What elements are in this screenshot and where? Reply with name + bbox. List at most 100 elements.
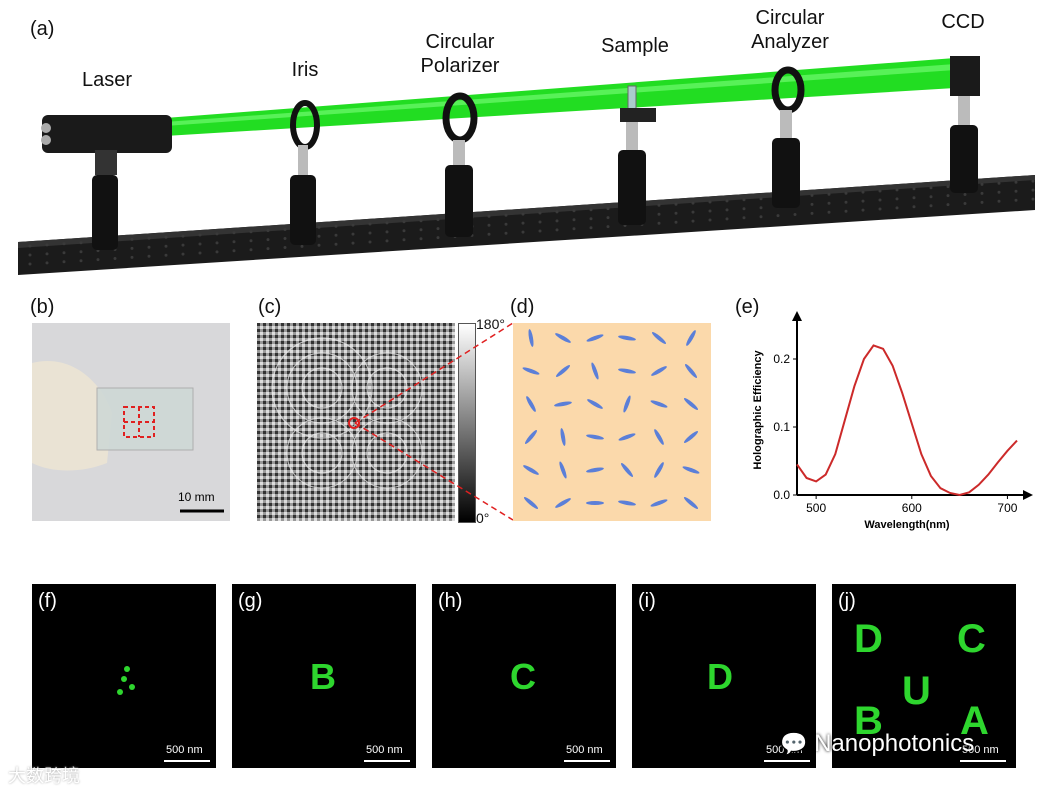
nanofin — [682, 466, 700, 474]
panel-label-f: (f) — [38, 590, 57, 612]
nanofin — [555, 498, 571, 508]
corner-watermark: 大数跨境 — [8, 766, 80, 786]
hologram-panel-g: (g) B 500 nm — [232, 584, 416, 768]
colorbar-max-label: 180° — [476, 316, 505, 332]
panel-label-g: (g) — [238, 590, 263, 612]
hologram-panel-f: (f) 500 nm — [32, 584, 216, 768]
nanofin — [554, 401, 572, 407]
nanofin — [591, 362, 599, 380]
panel-label-i: (i) — [638, 590, 656, 612]
brand-watermark: 💬 Nanophotonics — [780, 730, 975, 757]
svg-text:U: U — [902, 669, 931, 713]
svg-text:B: B — [310, 656, 336, 697]
y-tick-label: 0.2 — [773, 352, 790, 366]
colorbar-min-label: 0° — [476, 510, 490, 526]
nanofin — [555, 365, 571, 377]
ccd-camera — [950, 56, 980, 193]
nanofin — [528, 329, 534, 347]
sample-photo: 10 mm — [32, 323, 230, 521]
nanofin — [686, 330, 696, 346]
scalebar-label: 10 mm — [178, 490, 215, 504]
nanofin — [523, 465, 539, 475]
nanofin — [650, 400, 668, 408]
circular-analyzer-device — [771, 66, 805, 208]
nanofin — [586, 434, 604, 440]
nanofin — [522, 367, 540, 375]
panel-label-h: (h) — [438, 590, 463, 612]
zoom-lines — [354, 322, 514, 521]
svg-text:D: D — [854, 617, 883, 661]
svg-text:B: B — [854, 699, 883, 743]
phase-colorbar — [458, 323, 476, 523]
nanofin — [586, 334, 604, 342]
hologram-panel-j: (j) D C U B A 500 nm — [832, 584, 1016, 768]
panel-label-b: (b) — [30, 296, 55, 318]
nanofin — [621, 462, 633, 478]
x-axis-arrow — [1023, 490, 1033, 500]
sample-device — [618, 85, 656, 225]
glove-hand — [32, 361, 112, 471]
nanofin — [618, 433, 636, 441]
nanofin — [683, 431, 699, 443]
x-axis-label: Wavelength(nm) — [864, 519, 949, 531]
x-tick-label: 600 — [902, 501, 922, 515]
svg-text:D: D — [707, 656, 733, 697]
nanofin — [526, 396, 536, 412]
zoom-marker — [348, 417, 360, 429]
scalebar-j: 500 nm — [962, 744, 999, 756]
y-axis-arrow — [792, 311, 802, 321]
hologram-panel-i: (i) D 500 nm — [632, 584, 816, 768]
label-sample: Sample — [601, 35, 669, 57]
nanofin — [618, 368, 636, 374]
nanofin — [586, 501, 604, 505]
nanofin — [587, 399, 603, 409]
laser-device — [41, 115, 172, 250]
nanofin — [683, 497, 699, 509]
nanofin — [685, 363, 697, 379]
panel-label-j: (j) — [838, 590, 856, 612]
scalebar-h: 500 nm — [566, 744, 603, 756]
nanofin — [683, 398, 699, 410]
nanofin — [555, 333, 571, 343]
nanofin — [650, 499, 668, 507]
glass-substrate — [96, 387, 194, 451]
label-laser: Laser — [81, 69, 133, 91]
optical-setup-illustration — [18, 56, 1035, 275]
nanofin — [560, 428, 566, 446]
panel-label-e: (e) — [735, 296, 760, 318]
svg-text:A: A — [960, 699, 989, 743]
panel-label-a: (a) — [30, 18, 55, 40]
nanofin — [623, 395, 631, 413]
nanofin — [586, 467, 604, 473]
nanofin — [559, 461, 567, 479]
efficiency-curve — [796, 344, 1018, 497]
iris-device — [290, 100, 320, 245]
y-tick-label: 0.0 — [773, 488, 790, 502]
svg-text:C: C — [957, 617, 986, 661]
wechat-icon: 💬 — [780, 731, 808, 756]
scalebar-i: 500 nm — [766, 744, 803, 756]
hologram-panel-h: (h) C 500 nm — [432, 584, 616, 768]
label-iris: Iris — [291, 59, 319, 81]
nanofin — [654, 462, 664, 478]
svg-text:C: C — [510, 656, 536, 697]
scalebar-g: 500 nm — [366, 744, 403, 756]
nanofin — [651, 366, 667, 376]
nanofin-array — [513, 323, 711, 521]
nanofin — [651, 332, 667, 344]
x-tick-label: 700 — [997, 501, 1017, 515]
nanofin — [618, 500, 636, 506]
x-tick-label: 500 — [806, 501, 826, 515]
circular-polarizer-device — [442, 92, 478, 237]
nanofin — [654, 429, 664, 445]
panel-label-d: (d) — [510, 296, 535, 318]
scalebar-f: 500 nm — [166, 744, 203, 756]
nanofin — [618, 335, 636, 341]
panel-label-c: (c) — [258, 296, 282, 318]
label-ccd: CCD — [941, 11, 985, 33]
nanofin — [525, 429, 537, 445]
y-tick-label: 0.1 — [773, 420, 790, 434]
